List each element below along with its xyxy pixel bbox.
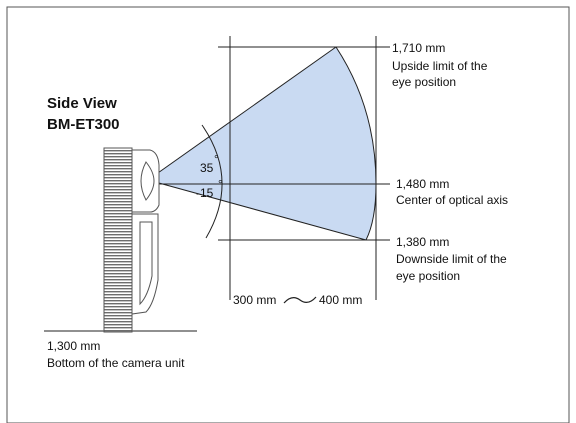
angle-up-degree: ° bbox=[214, 152, 219, 166]
angle-up-label: 35 bbox=[200, 161, 214, 175]
camera-lower-panel bbox=[139, 221, 153, 306]
upper-limit-desc-1: Upside limit of the bbox=[392, 59, 488, 73]
distance-near-label: 300 mm bbox=[233, 293, 276, 307]
camera-body-ribbed bbox=[103, 147, 133, 333]
camera-device bbox=[103, 147, 160, 333]
bottom-value: 1,300 mm bbox=[47, 339, 100, 353]
upper-limit-desc-2: eye position bbox=[392, 75, 456, 89]
optical-axis-value: 1,480 mm bbox=[396, 177, 449, 191]
lower-limit-desc-2: eye position bbox=[396, 269, 460, 283]
angle-arc bbox=[201, 124, 223, 239]
angle-down-label: -15 bbox=[196, 186, 214, 200]
lower-limit-value: 1,380 mm bbox=[396, 235, 449, 249]
optical-axis-desc: Center of optical axis bbox=[396, 193, 508, 207]
distance-far-label: 400 mm bbox=[319, 293, 362, 307]
camera-lens-dome bbox=[140, 161, 155, 201]
bottom-desc: Bottom of the camera unit bbox=[47, 356, 185, 370]
upper-limit-value: 1,710 mm bbox=[392, 41, 445, 55]
angle-down-degree: ° bbox=[218, 177, 223, 191]
title-line-2: BM-ET300 bbox=[47, 116, 120, 133]
field-of-view-sector bbox=[148, 47, 376, 240]
upper-ray-line bbox=[147, 46, 337, 181]
lower-limit-desc-1: Downside limit of the bbox=[396, 252, 507, 266]
tilde-symbol bbox=[283, 296, 317, 304]
diagram-frame bbox=[6, 6, 570, 423]
field-of-view-arc bbox=[335, 46, 377, 241]
title-line-1: Side View bbox=[47, 95, 117, 112]
lower-ray-line bbox=[147, 179, 367, 241]
